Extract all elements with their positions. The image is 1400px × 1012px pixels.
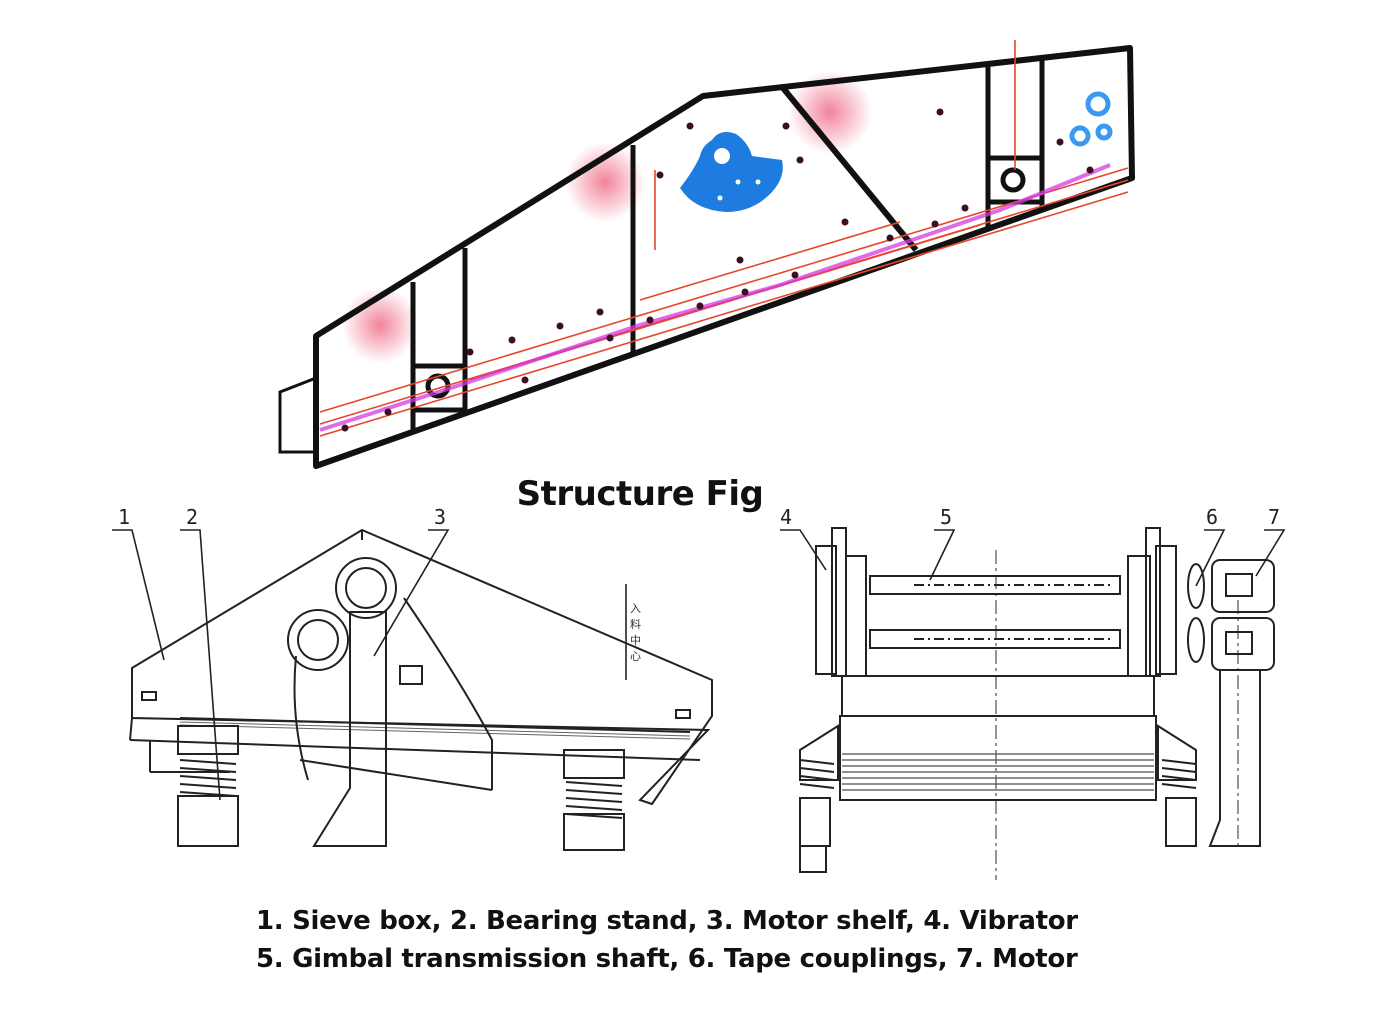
blue-motor-icon <box>1069 91 1113 147</box>
side-note-glyph: 心 <box>630 650 641 663</box>
part-number-3: 3 <box>434 505 446 529</box>
side-note-glyph: 料 <box>630 617 641 631</box>
vibrator-housing-left <box>410 363 468 413</box>
top-screen-drawing <box>278 40 1135 469</box>
side-note-glyph: 中 <box>630 634 641 647</box>
part-number-7: 7 <box>1268 505 1280 529</box>
screen-frame-outline <box>313 45 1135 469</box>
part-number-4: 4 <box>780 505 792 529</box>
figure-title: Structure Fig <box>516 474 764 514</box>
feed-lip <box>278 375 318 454</box>
part-number-6: 6 <box>1206 505 1218 529</box>
side-note-glyph: 入 <box>630 602 641 615</box>
part-number-1: 1 <box>118 505 130 529</box>
legend-line-1: 1. Sieve box, 2. Bearing stand, 3. Motor… <box>256 906 1078 936</box>
blue-bracket-plate <box>680 132 783 212</box>
deck-line <box>319 163 1111 432</box>
glow-spot <box>788 70 872 154</box>
legend-line-2: 5. Gimbal transmission shaft, 6. Tape co… <box>256 944 1078 974</box>
vibrator-shaft-right <box>1000 167 1026 193</box>
part-number-2: 2 <box>186 505 198 529</box>
part-number-5: 5 <box>940 505 952 529</box>
glow-spot <box>565 142 645 222</box>
